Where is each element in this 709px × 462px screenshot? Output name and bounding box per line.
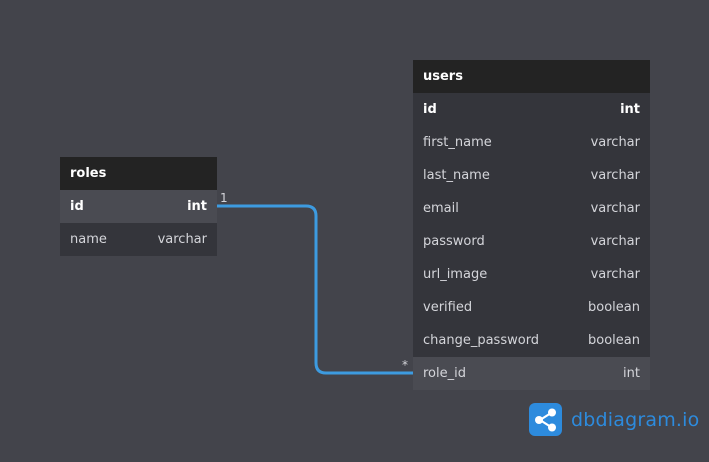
table-users[interactable]: users id int first_name varchar last_nam… <box>413 60 650 390</box>
field-row-users-verified[interactable]: verified boolean <box>413 291 650 324</box>
field-name: id <box>70 199 84 214</box>
field-type: varchar <box>590 135 640 150</box>
field-row-users-password[interactable]: password varchar <box>413 225 650 258</box>
field-type: varchar <box>157 232 207 247</box>
field-row-users-change-password[interactable]: change_password boolean <box>413 324 650 357</box>
field-name: name <box>70 232 107 247</box>
field-row-users-email[interactable]: email varchar <box>413 192 650 225</box>
field-type: varchar <box>590 267 640 282</box>
field-row-users-role-id[interactable]: role_id int <box>413 357 650 390</box>
brand-text: dbdiagram.io <box>571 408 700 431</box>
field-name: first_name <box>423 135 492 150</box>
field-row-users-url-image[interactable]: url_image varchar <box>413 258 650 291</box>
table-roles[interactable]: roles id int name varchar <box>60 157 217 256</box>
field-row-users-last-name[interactable]: last_name varchar <box>413 159 650 192</box>
field-name: id <box>423 102 437 117</box>
field-row-roles-name[interactable]: name varchar <box>60 223 217 256</box>
field-type: int <box>620 102 640 117</box>
field-row-users-id[interactable]: id int <box>413 93 650 126</box>
cardinality-one-label: 1 <box>220 191 228 205</box>
field-type: boolean <box>588 333 640 348</box>
field-name: change_password <box>423 333 540 348</box>
share-nodes-icon <box>529 403 562 436</box>
field-type: int <box>623 366 640 381</box>
field-type: varchar <box>590 168 640 183</box>
field-name: password <box>423 234 485 249</box>
field-name: url_image <box>423 267 488 282</box>
field-name: email <box>423 201 459 216</box>
table-header-roles[interactable]: roles <box>60 157 217 190</box>
field-name: last_name <box>423 168 490 183</box>
field-name: role_id <box>423 366 466 381</box>
field-name: verified <box>423 300 473 315</box>
field-row-roles-id[interactable]: id int <box>60 190 217 223</box>
field-row-users-first-name[interactable]: first_name varchar <box>413 126 650 159</box>
field-type: varchar <box>590 201 640 216</box>
cardinality-many-label: * <box>402 358 408 372</box>
brand-watermark[interactable]: dbdiagram.io <box>529 403 699 436</box>
relationship-line[interactable] <box>217 204 413 375</box>
field-type: varchar <box>590 234 640 249</box>
table-header-users[interactable]: users <box>413 60 650 93</box>
field-type: boolean <box>588 300 640 315</box>
field-type: int <box>187 199 207 214</box>
